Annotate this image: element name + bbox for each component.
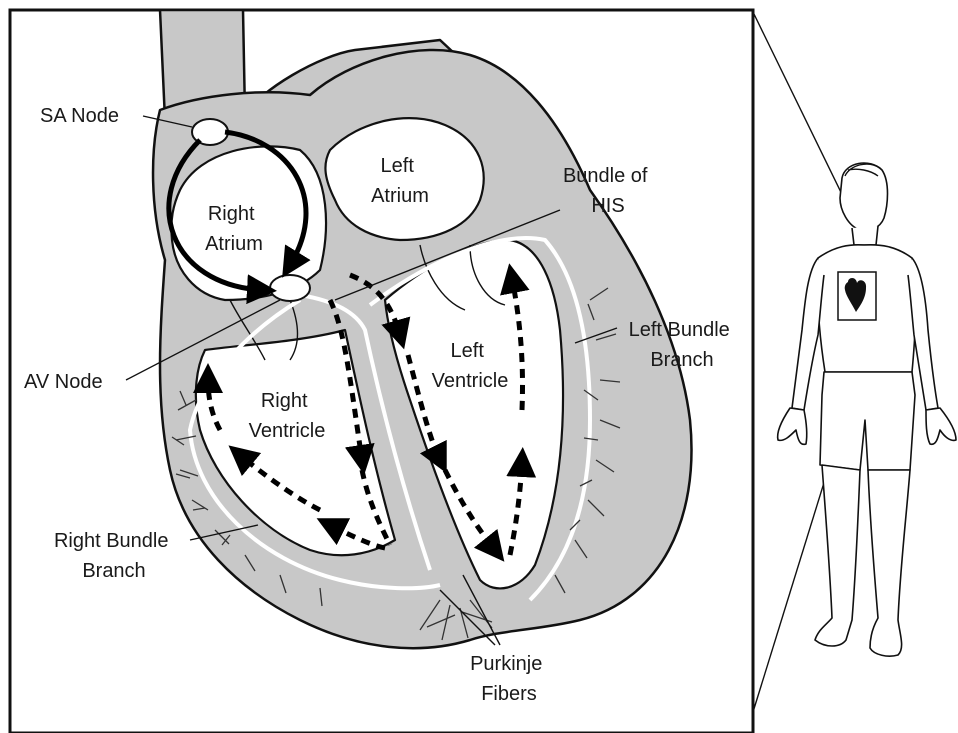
- sa-node-label: SA Node: [40, 105, 119, 127]
- av-node: [270, 275, 310, 301]
- figure-right-hand: [926, 408, 956, 444]
- figure-left-hand: [778, 408, 807, 444]
- figure-shorts: [820, 372, 915, 470]
- figure-neck: [852, 226, 878, 245]
- figure-left-arm: [792, 258, 824, 410]
- left-atrium-cavity: [325, 118, 483, 240]
- human-figure-icon: [778, 163, 956, 656]
- av-node-label: AV Node: [24, 371, 103, 393]
- figure-right-leg: [868, 470, 910, 656]
